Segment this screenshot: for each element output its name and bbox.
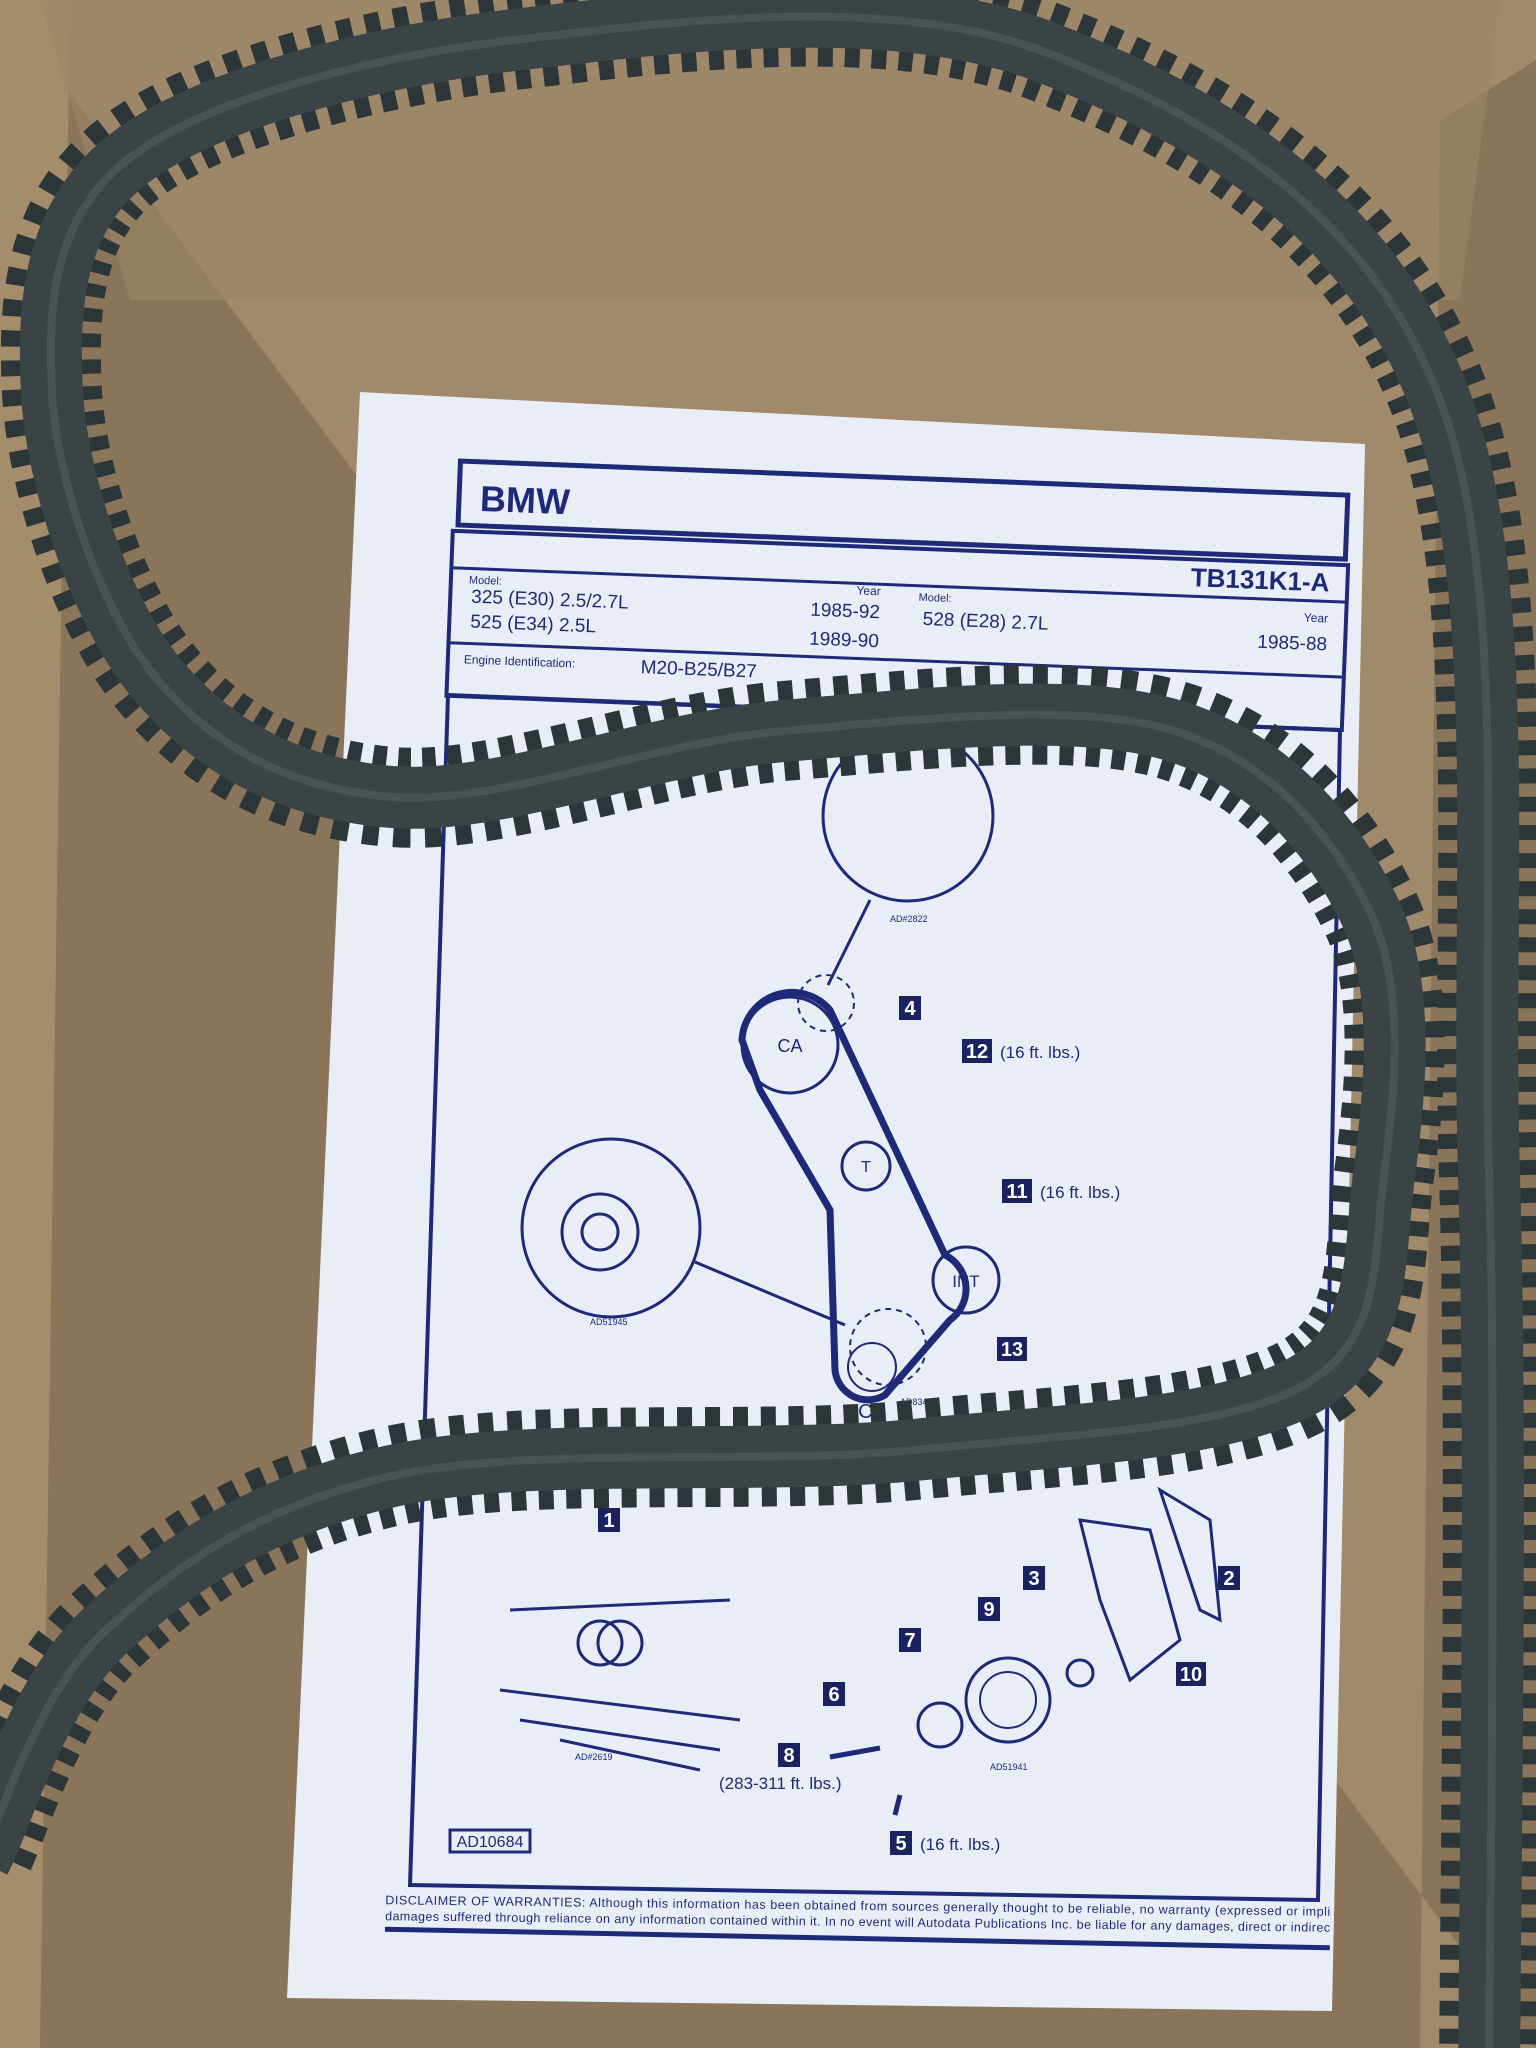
- figure-code-left: AD51945: [590, 1317, 628, 1327]
- callout-box: [598, 1508, 620, 1532]
- mark-circle-crank: [849, 1308, 927, 1386]
- cam-pulley-label: CA: [777, 1036, 802, 1056]
- crank-sprocket-part: [916, 1701, 964, 1749]
- callout-box: [890, 1831, 912, 1855]
- model-label-right: Model:: [918, 592, 951, 605]
- callout-4: 4: [899, 996, 921, 1020]
- model-label: Model:: [469, 574, 502, 587]
- callout-box: [823, 1682, 845, 1706]
- callout-number: 10: [1180, 1664, 1202, 1686]
- timing-mark-o: [576, 1619, 624, 1667]
- callout-box: [899, 1628, 921, 1652]
- callout-box: [1002, 1179, 1032, 1203]
- tensioner-pulley-label: T: [861, 1159, 871, 1176]
- model-row-right: 528 (E28) 2.7L: [922, 609, 1048, 635]
- tensioner-pulley: [840, 1140, 892, 1192]
- year-row-1: 1985-92: [810, 600, 880, 624]
- callout-box: [978, 1597, 1000, 1621]
- callouts: 412(16 ft. lbs.)11(16 ft. lbs.)131235(16…: [598, 996, 1240, 1855]
- model-row-2: 525 (E34) 2.5L: [470, 612, 596, 638]
- callout-12: 12 (16 ft. lbs.): [962, 1039, 1080, 1063]
- callout-box: [1023, 1566, 1045, 1590]
- callout-box: [1176, 1662, 1206, 1686]
- callout-5: 5 (16 ft. lbs.): [890, 1831, 1000, 1855]
- brand-box: [455, 458, 1351, 562]
- timing-mark-t: [596, 1619, 644, 1667]
- callout-8: 8 (283-311 ft. lbs.): [719, 1743, 842, 1793]
- torque-note: (16 ft. lbs.): [1040, 1183, 1120, 1202]
- callout-11: 11 (16 ft. lbs.): [1002, 1179, 1120, 1203]
- callout-number: 9: [983, 1599, 994, 1621]
- callout-10: 10: [1176, 1662, 1206, 1686]
- callout-number: 13: [1001, 1339, 1023, 1361]
- engine-code: M20-B25/B27: [640, 657, 757, 682]
- sheet-code-box: [448, 1828, 532, 1854]
- callout-number: 8: [783, 1745, 794, 1767]
- intermediate-pulley-label: INT: [952, 1272, 979, 1291]
- torque-note: (283-311 ft. lbs.): [719, 1774, 842, 1793]
- callout-box: [997, 1337, 1027, 1361]
- torque-note: (16 ft. lbs.): [920, 1835, 1000, 1854]
- figure-code-top: AD#2822: [890, 914, 928, 924]
- callout-number: 5: [895, 1833, 906, 1855]
- mark-circle-cam: [797, 974, 855, 1032]
- year-label: Year: [856, 583, 881, 598]
- callout-7: 7: [899, 1628, 921, 1652]
- callout-number: 2: [1223, 1568, 1234, 1590]
- year-row-2: 1989-90: [809, 629, 879, 653]
- figure-code-route: AD83402: [900, 1397, 938, 1407]
- timing-cover-parts: [1078, 1486, 1222, 1683]
- callout-number: 7: [904, 1630, 915, 1652]
- callout-1: 1: [598, 1508, 620, 1532]
- callout-number: 12: [966, 1041, 988, 1063]
- callout-number: 6: [828, 1684, 839, 1706]
- callout-number: 3: [1028, 1568, 1039, 1590]
- belt-edge: [0, 12, 1497, 2048]
- callout-number: 1: [603, 1510, 614, 1532]
- cam-pulley: [740, 995, 840, 1095]
- year-label-right: Year: [1304, 611, 1329, 626]
- figure-code-marks: AD#2619: [575, 1752, 613, 1762]
- year-row-right: 1985-88: [1257, 632, 1327, 656]
- belt-route-path: [738, 988, 970, 1404]
- callout-13: 13: [997, 1337, 1027, 1361]
- callout-box: [962, 1039, 992, 1063]
- torque-note: (16 ft. lbs.): [1000, 1043, 1080, 1062]
- callout-box: [899, 996, 921, 1020]
- callout-box: [778, 1743, 800, 1767]
- part-number: TB131K1-A: [1190, 562, 1330, 597]
- figure-code-crank: AD51941: [990, 1762, 1028, 1772]
- crank-pulley: [847, 1342, 897, 1392]
- left-detail-circle: [520, 1137, 702, 1319]
- sheet-code: AD10684: [457, 1834, 524, 1851]
- crank-pulley-part: [964, 1656, 1052, 1744]
- callout-3: 3: [1023, 1566, 1045, 1590]
- callout-2: 2: [1218, 1566, 1240, 1590]
- brand-title: BMW: [479, 478, 570, 522]
- callout-number: 4: [904, 998, 916, 1020]
- callout-number: 11: [1006, 1181, 1027, 1203]
- callout-9: 9: [978, 1597, 1000, 1621]
- intermediate-pulley: [931, 1245, 1001, 1315]
- engine-label: Engine Identification:: [464, 652, 576, 670]
- callout-box: [1218, 1566, 1240, 1590]
- exploded-view: AD#2619 AD51941 AD10684: [448, 1486, 1222, 1854]
- callout-6: 6: [823, 1682, 845, 1706]
